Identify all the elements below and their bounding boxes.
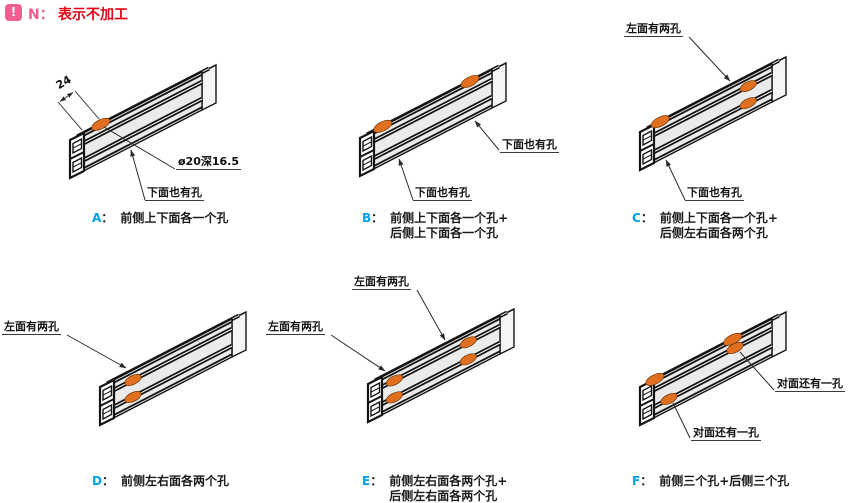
opposite-hole-note-f-bottom: 对面还有一孔 [691,426,761,441]
alert-icon: ! [5,4,22,21]
option-letter: F [632,474,641,488]
option-letter: D [92,474,102,488]
back-hole-note-b: 下面也有孔 [500,138,559,153]
hole-marker [373,119,393,133]
caption-d: D： 前侧左右面各两个孔 [92,474,229,488]
hole-marker [739,80,757,93]
left-hole-note-c: 左面有两孔 [624,22,683,37]
diagram-c-drawing [620,50,820,175]
hole-marker [124,391,142,403]
caption-a: A： 前侧上下面各一个孔 [92,211,229,225]
diagram-a-drawing [50,58,250,183]
hole-marker [91,117,111,131]
hole-spec-label: ø20深16.5 [176,155,242,170]
hole-marker [385,391,403,404]
caption-f: F： 前侧三个孔+后侧三个孔 [632,474,790,488]
hole-marker [726,342,744,354]
bottom-hole-note-a: 下面也有孔 [145,186,204,201]
option-letter: E [362,474,371,488]
bottom-hole-note-c: 下面也有孔 [685,186,744,201]
diagram-e-drawing [348,302,548,427]
hole-marker [739,97,757,110]
hole-marker [660,393,678,405]
left-hole-note-e-side: 左面有两孔 [266,320,325,335]
option-letter: B [362,211,372,225]
hole-marker [459,353,477,366]
diagram-b-drawing [340,56,540,181]
hole-marker [645,372,665,386]
caption-e: E： 前侧左右面各两个孔+后侧左右面各两个孔 [362,474,508,503]
hole-marker [124,374,142,386]
option-code-label: N： [28,7,54,23]
option-letter: A [92,211,102,225]
diagram-d-drawing [80,305,280,430]
hole-marker [385,374,403,387]
diagram-f-drawing [620,305,820,430]
caption-b: B： 前侧上下面各一个孔+后侧上下面各一个孔 [362,211,509,240]
hole-marker [650,115,670,129]
caption-c: C： 前侧上下面各一个孔+后侧左右面各两个孔 [632,211,778,240]
opposite-hole-note-f-right: 对面还有一孔 [775,377,845,392]
note-title: 表示不加工 [58,7,128,23]
left-hole-note-e-top: 左面有两孔 [352,275,411,290]
left-hole-note-d: 左面有两孔 [2,320,61,335]
option-letter: C [632,211,641,225]
bottom-hole-note-b: 下面也有孔 [413,186,472,201]
hole-marker [460,75,480,88]
hole-marker [459,336,477,349]
alert-glyph: ! [10,5,17,19]
